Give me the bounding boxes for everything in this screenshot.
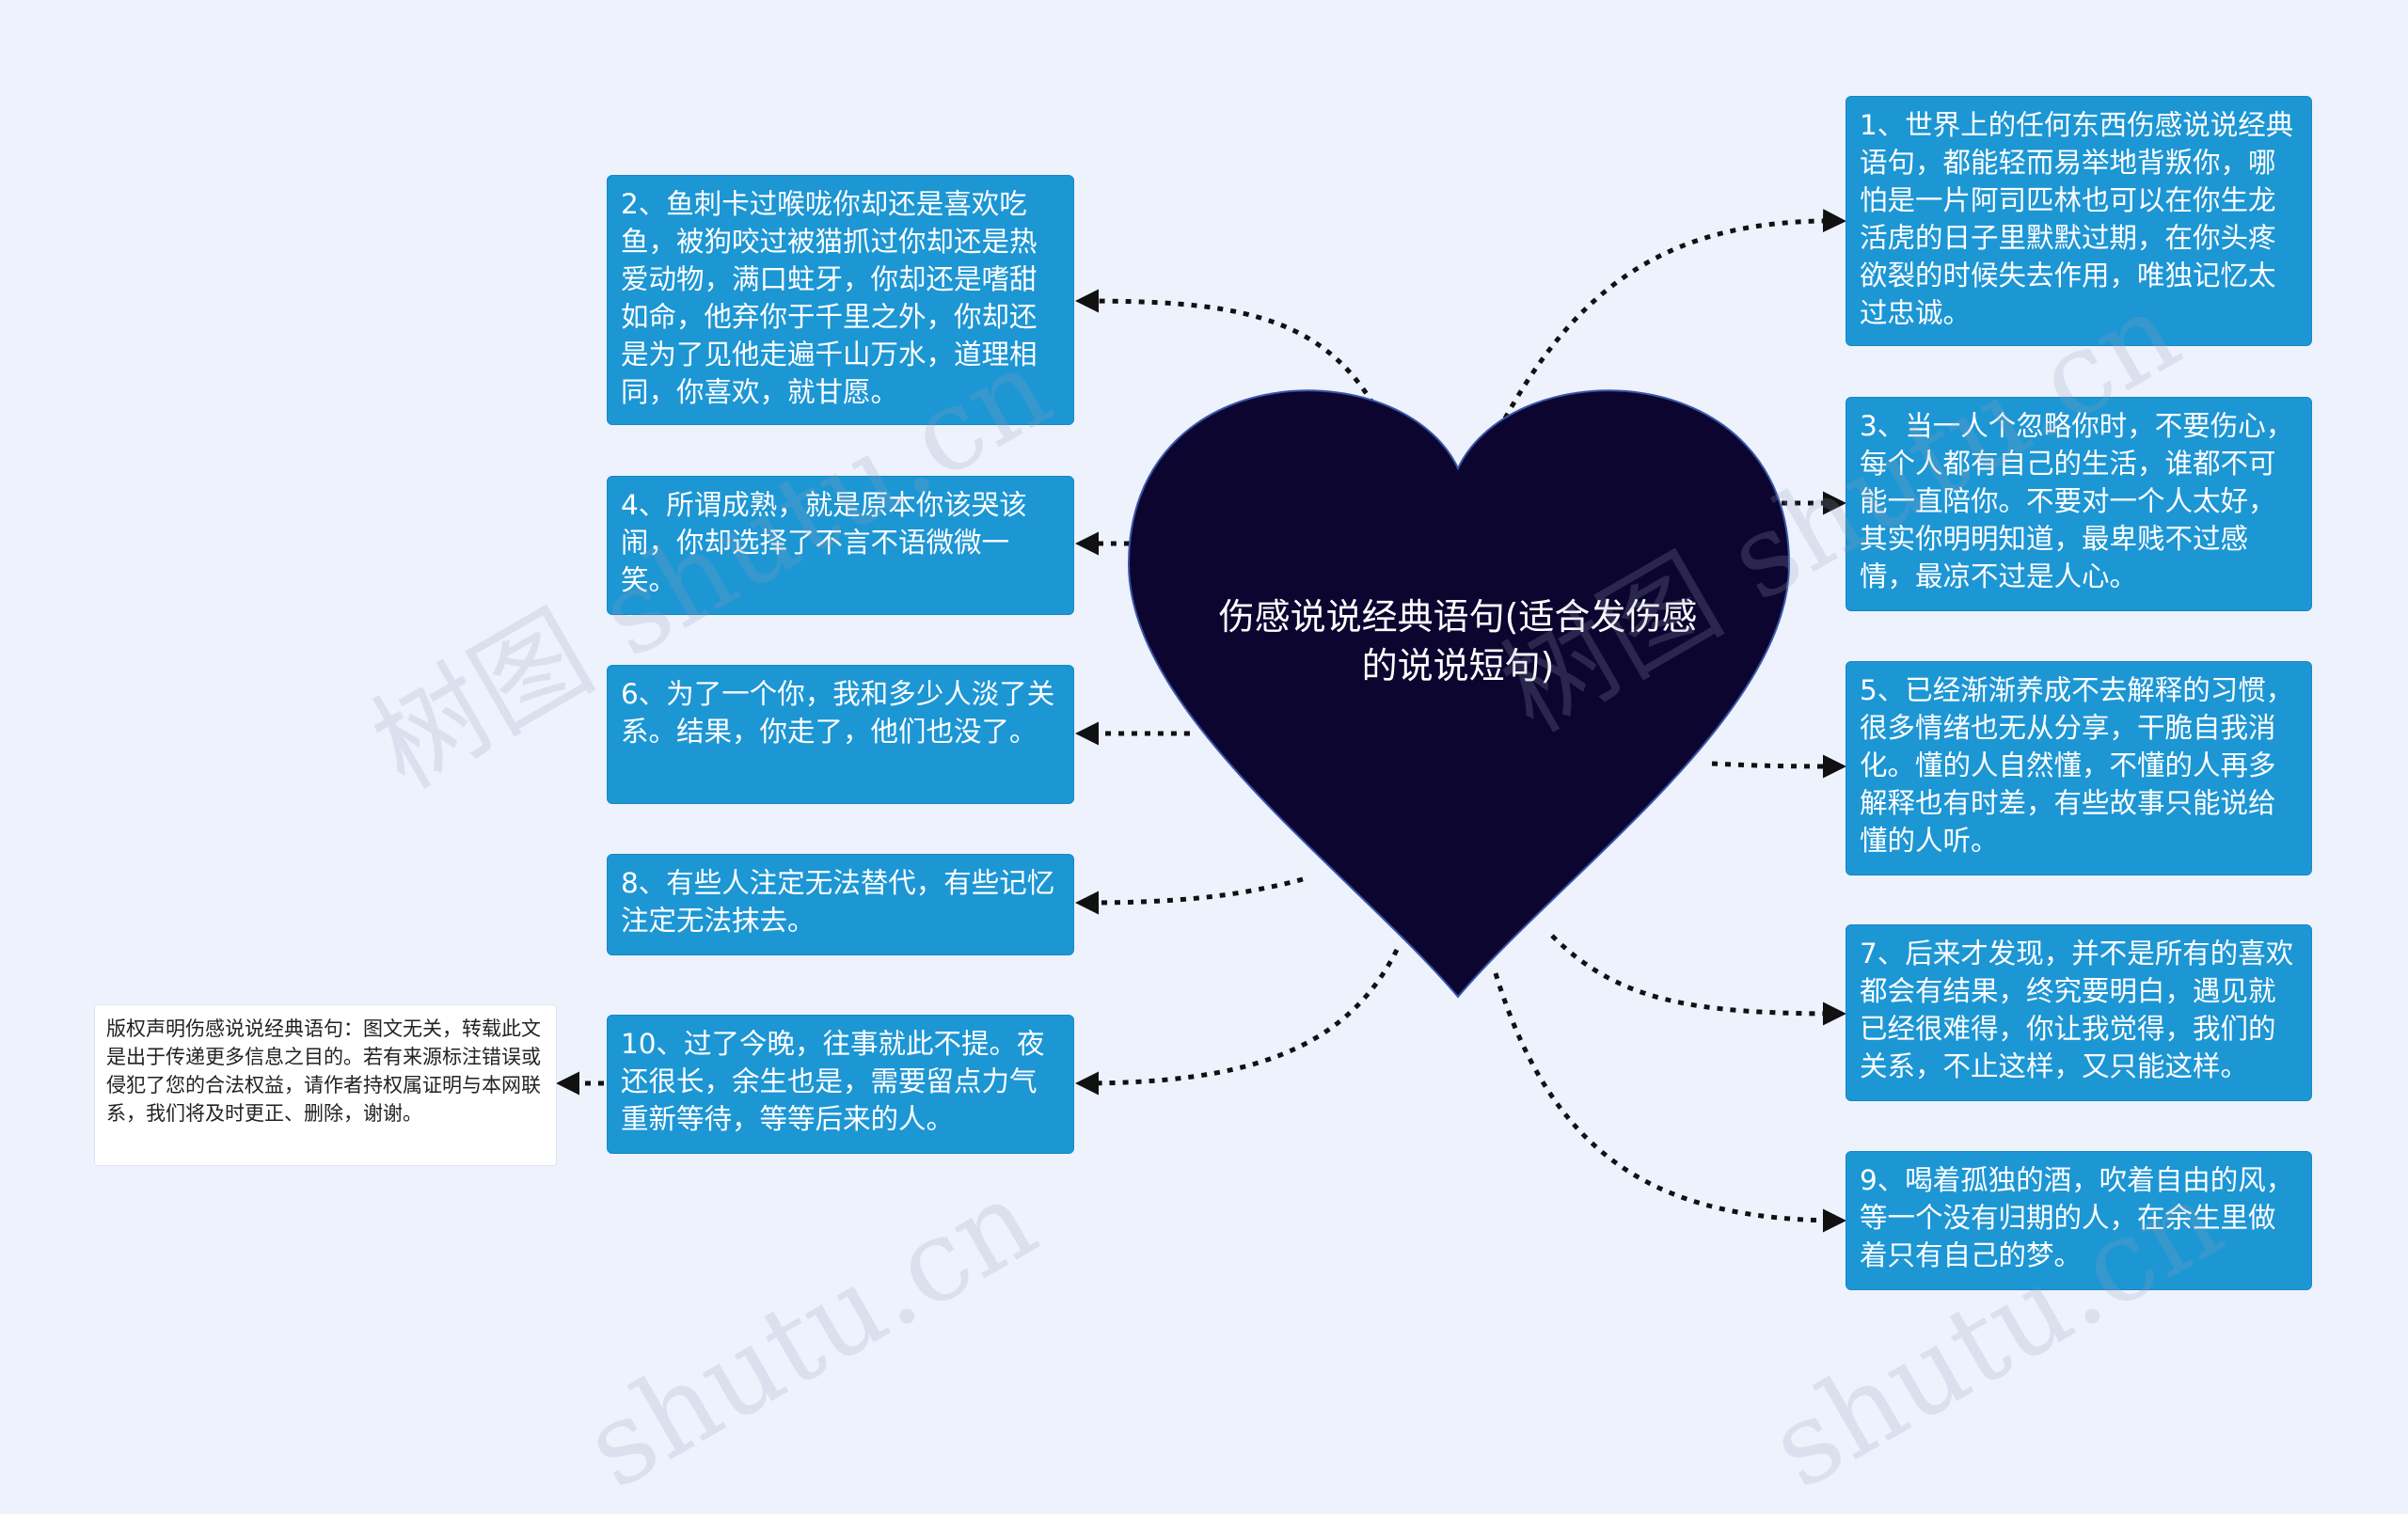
center-heart-shape[interactable] bbox=[1127, 389, 1791, 999]
topic-node-5[interactable]: 5、已经渐渐养成不去解释的习惯，很多情绪也无从分享，干脆自我消化。懂的人自然懂，… bbox=[1846, 661, 2312, 875]
connector-to-node-10 bbox=[1075, 948, 1400, 1096]
connector-to-node-7 bbox=[1550, 934, 1846, 1026]
topic-node-7[interactable]: 7、后来才发现，并不是所有的喜欢都会有结果，终究要明白，遇见就已经很难得，你让我… bbox=[1846, 924, 2312, 1101]
connector-to-node-2 bbox=[1075, 289, 1376, 406]
topic-node-3[interactable]: 3、当一人个忽略你时，不要伤心，每个人都有自己的生活，谁都不可能一直陪你。不要对… bbox=[1846, 397, 2312, 611]
topic-node-6[interactable]: 6、为了一个你，我和多少人淡了关系。结果，你走了，他们也没了。 bbox=[607, 665, 1074, 804]
mindmap-canvas bbox=[556, 209, 1846, 1233]
topic-node-8[interactable]: 8、有些人注定无法替代，有些记忆注定无法抹去。 bbox=[607, 854, 1074, 955]
connector-group bbox=[556, 209, 1846, 1233]
connector-to-node-5 bbox=[1711, 754, 1846, 779]
topic-node-4[interactable]: 4、所谓成熟，就是原本你该哭该闹，你却选择了不言不语微微一笑。 bbox=[607, 476, 1074, 615]
topic-node-1[interactable]: 1、世界上的任何东西伤感说说经典语句，都能轻而易举地背叛你，哪怕是一片阿司匹林也… bbox=[1846, 96, 2312, 346]
topic-node-2[interactable]: 2、鱼刺卡过喉咙你却还是喜欢吃鱼，被狗咬过被猫抓过你却还是热爱动物，满口蛀牙，你… bbox=[607, 175, 1074, 425]
topic-node-10[interactable]: 10、过了今晚，往事就此不提。夜还很长，余生也是，需要留点力气重新等待，等等后来… bbox=[607, 1015, 1074, 1154]
connector-to-node-1 bbox=[1502, 209, 1846, 420]
copyright-note[interactable]: 版权声明伤感说说经典语句：图文无关，转载此文是出于传递更多信息之目的。若有来源标… bbox=[94, 1004, 557, 1166]
connector-to-node-8 bbox=[1075, 876, 1304, 915]
topic-node-9[interactable]: 9、喝着孤独的酒，吹着自由的风，等一个没有归期的人，在余生里做着只有自己的梦。 bbox=[1846, 1151, 2312, 1290]
connector-to-node-9 bbox=[1493, 972, 1846, 1233]
center-topic-title[interactable]: 伤感说说经典语句(适合发伤感的说说短句) bbox=[1218, 596, 1698, 686]
